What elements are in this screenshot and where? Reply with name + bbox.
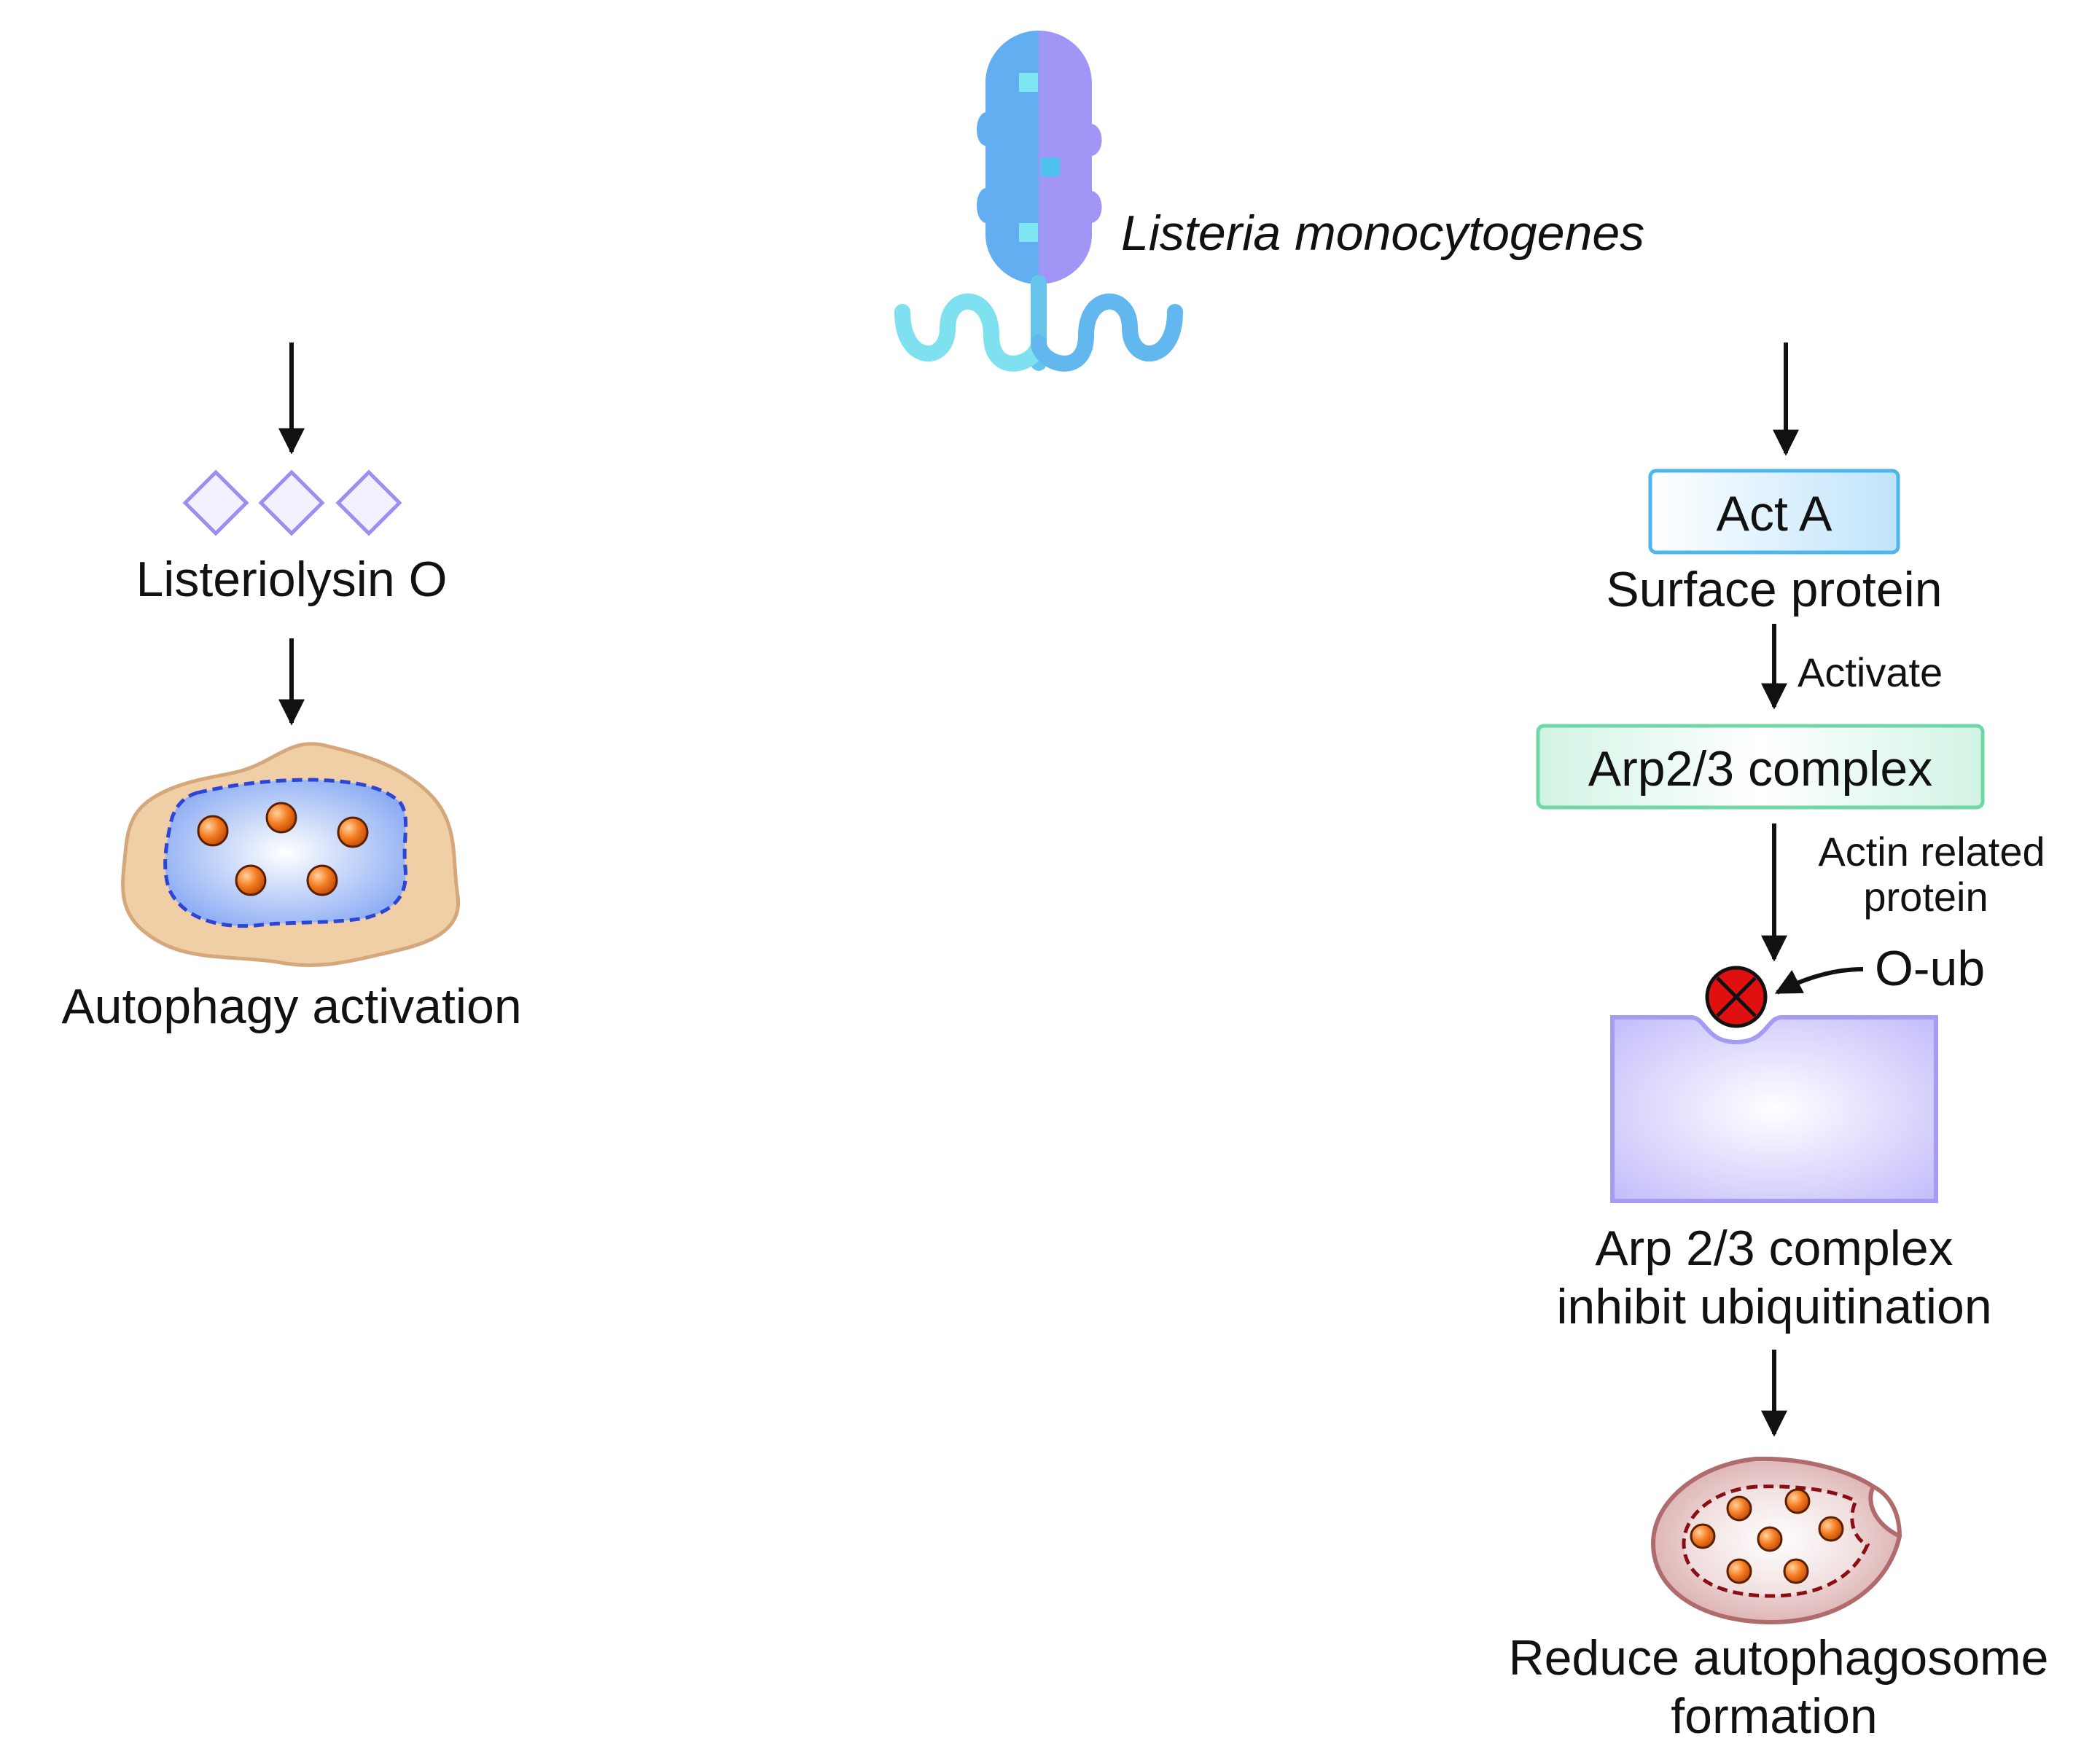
- arp23-complex-label: Arp2/3 complex: [1588, 741, 1932, 797]
- listeria-bacterium-icon: [977, 31, 1102, 284]
- organism-name: Listeria monocytogenes: [1121, 206, 1644, 261]
- arp23-complex-box: [1536, 724, 1985, 810]
- actin-related-label-line2: protein: [1863, 874, 1988, 920]
- listeriolysin-label: Listeriolysin O: [136, 552, 447, 607]
- autophagosome-caption-line2: formation: [1671, 1688, 1877, 1744]
- o-ub-label: O-ub: [1875, 941, 1985, 996]
- surface-protein-label: Surface protein: [1606, 562, 1942, 617]
- actA-label: Act A: [1717, 486, 1832, 541]
- activate-label: Activate: [1798, 649, 1943, 695]
- autophagy-cell-icon: [121, 742, 460, 968]
- o-ub-arrow: [1774, 967, 1864, 995]
- flagella-icon: [894, 275, 1183, 372]
- listeriolysin-diamonds-icon: [182, 469, 402, 536]
- receptor-caption-line1: Arp 2/3 complex: [1595, 1221, 1953, 1276]
- autophagy-activation-label: Autophagy activation: [61, 979, 521, 1034]
- inhibit-marker-icon: [1705, 966, 1768, 1028]
- receptor-caption-line2: inhibit ubiquitination: [1556, 1279, 1991, 1334]
- actA-box: [1648, 469, 1900, 555]
- arp23-receptor-icon: [1610, 1015, 1938, 1203]
- actin-related-label-line1: Actin related: [1818, 829, 2045, 874]
- autophagosome-caption-line1: Reduce autophagosome: [1509, 1630, 2049, 1686]
- autophagosome-icon: [1650, 1456, 1902, 1625]
